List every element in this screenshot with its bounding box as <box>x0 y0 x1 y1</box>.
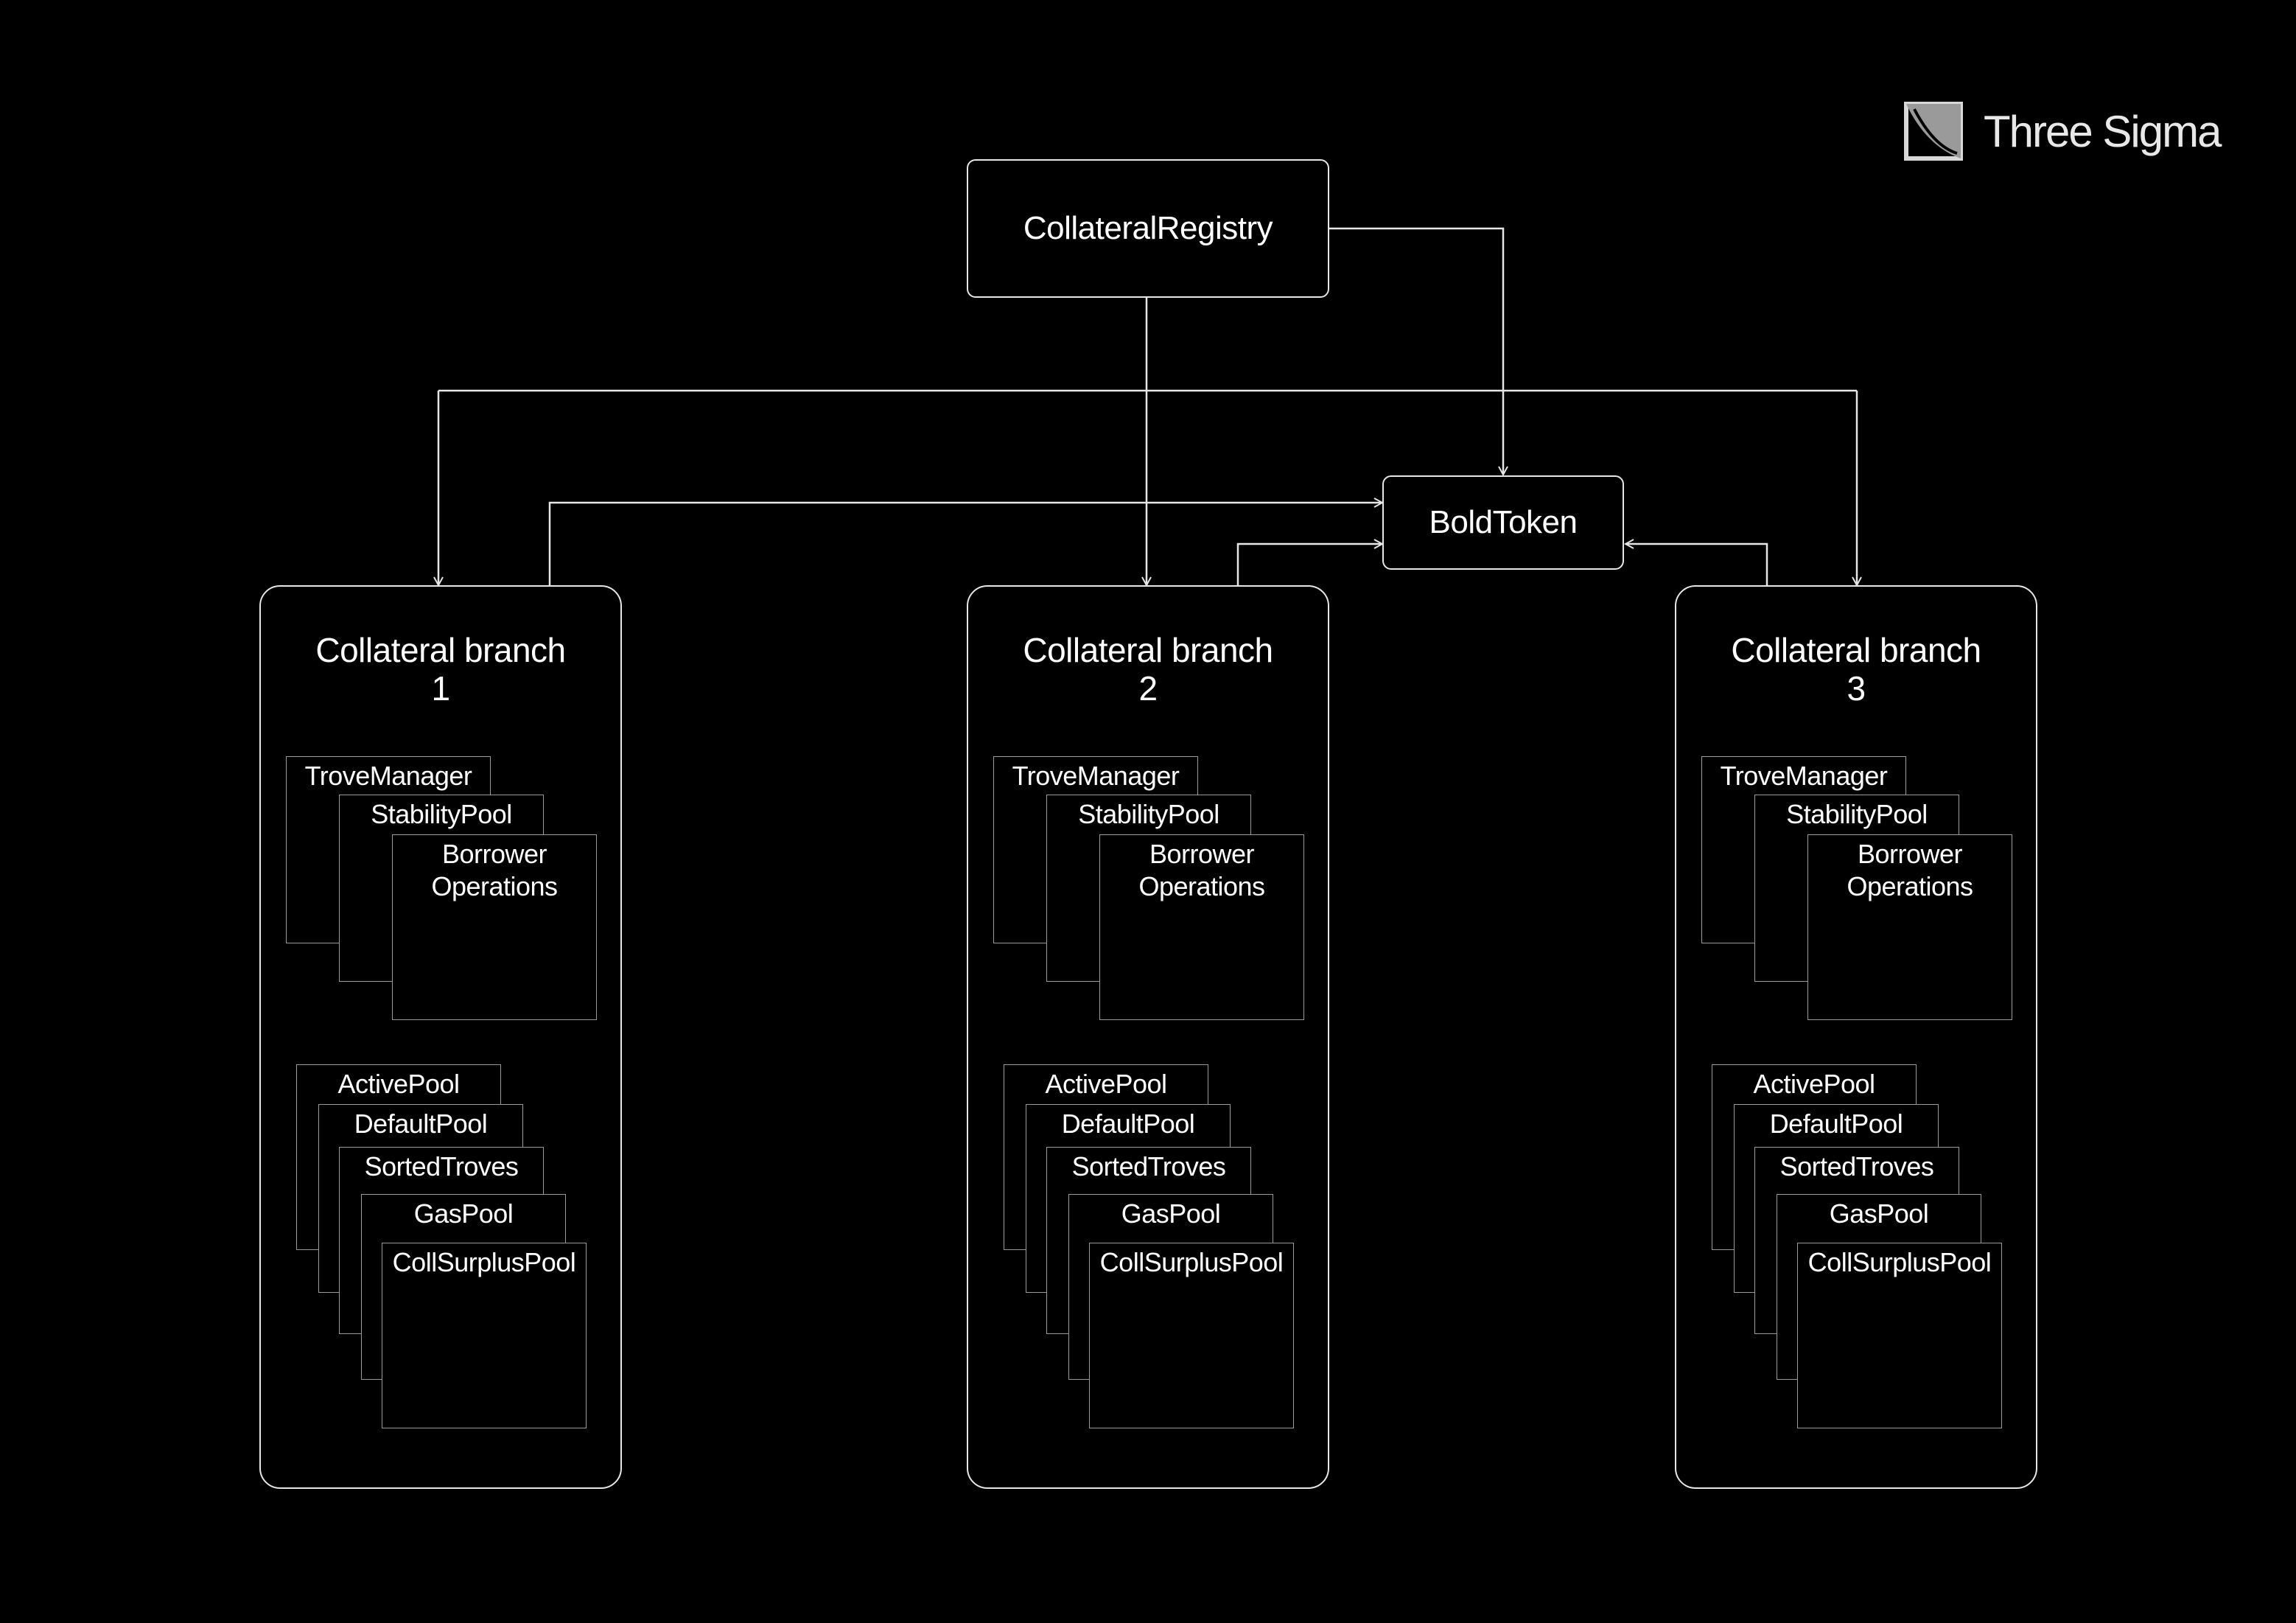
contract-card-borrower-operations[interactable]: Borrower Operations <box>1099 834 1304 1020</box>
contract-label: ActivePool <box>337 1069 460 1099</box>
contract-label: TroveManager <box>304 761 472 791</box>
wire-branch-3-to-boldtoken <box>1625 544 1768 585</box>
bold-token-label: BoldToken <box>1429 504 1578 540</box>
wire-branch-2-to-boldtoken <box>1236 544 1382 585</box>
contract-label: SortedTroves <box>364 1151 519 1182</box>
contract-label: SortedTroves <box>1779 1151 1934 1182</box>
branch-number: 3 <box>1847 669 1866 708</box>
contract-label: SortedTroves <box>1071 1151 1226 1182</box>
contract-label: DefaultPool <box>1061 1109 1195 1139</box>
three-sigma-logo-icon <box>1904 102 1963 161</box>
contract-label: GasPool <box>413 1198 514 1229</box>
contract-label: StabilityPool <box>1078 799 1219 829</box>
contract-label: DefaultPool <box>354 1109 488 1139</box>
contract-label: GasPool <box>1121 1198 1221 1229</box>
contract-label: Borrower Operations <box>1847 839 1973 901</box>
contract-label: ActivePool <box>1753 1069 1875 1099</box>
contract-label: CollSurplusPool <box>392 1247 576 1277</box>
contract-label: StabilityPool <box>371 799 512 829</box>
wire-branch-1-to-boldtoken <box>548 503 1382 585</box>
branch-number: 1 <box>431 669 450 708</box>
contract-card-collsurpluspool[interactable]: CollSurplusPool <box>1089 1243 1294 1428</box>
contract-label: TroveManager <box>1720 761 1888 791</box>
contract-label: CollSurplusPool <box>1099 1247 1284 1277</box>
branch-title-text: Collateral branch <box>1023 631 1273 669</box>
branch-title-text: Collateral branch <box>315 631 566 669</box>
contract-card-collsurpluspool[interactable]: CollSurplusPool <box>1797 1243 2002 1428</box>
collateral-registry-label: CollateralRegistry <box>1023 210 1273 246</box>
brand-logo: Three Sigma <box>1904 102 2222 161</box>
contract-label: ActivePool <box>1045 1069 1167 1099</box>
wire-registry-to-boldtoken <box>1328 227 1503 475</box>
contract-card-borrower-operations[interactable]: Borrower Operations <box>392 834 597 1020</box>
brand-name: Three Sigma <box>1984 106 2222 156</box>
branch-title-text: Collateral branch <box>1731 631 1981 669</box>
contract-card-borrower-operations[interactable]: Borrower Operations <box>1807 834 2012 1020</box>
contract-card-collsurpluspool[interactable]: CollSurplusPool <box>382 1243 587 1428</box>
contract-label: DefaultPool <box>1769 1109 1903 1139</box>
collateral-registry-node[interactable]: CollateralRegistry <box>967 159 1329 298</box>
contract-label: CollSurplusPool <box>1807 1247 1992 1277</box>
bold-token-node[interactable]: BoldToken <box>1382 475 1624 570</box>
contract-label: StabilityPool <box>1786 799 1928 829</box>
contract-label: TroveManager <box>1012 761 1180 791</box>
contract-label: GasPool <box>1829 1198 1929 1229</box>
branch-number: 2 <box>1138 669 1158 708</box>
contract-label: Borrower Operations <box>1138 839 1265 901</box>
contract-label: Borrower Operations <box>431 839 558 901</box>
